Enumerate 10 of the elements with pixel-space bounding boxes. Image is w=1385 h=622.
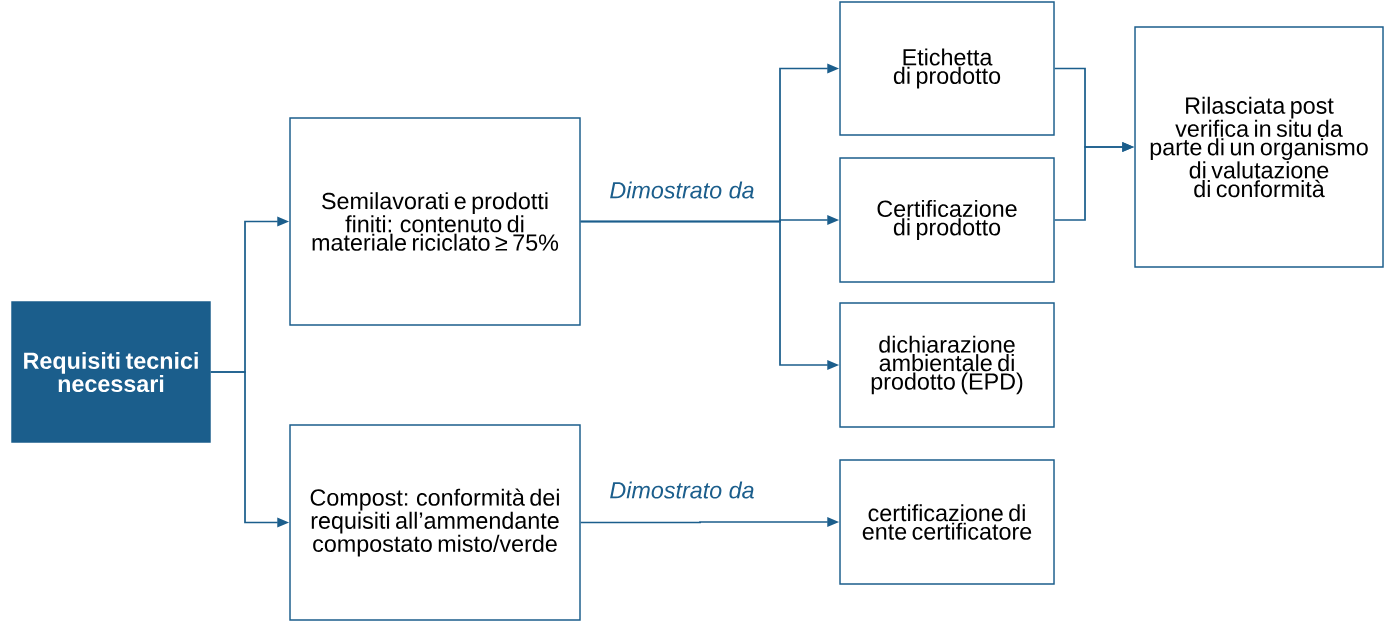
process-box: Rilasciata post verifica in situ da parte di un organismo di valutazione di conformità (1134, 26, 1384, 268)
process-box: Etichetta di prodotto (839, 1, 1055, 136)
process-box: Compost: conformità dei requisiti all’ammendante compostato misto/verde (289, 424, 581, 621)
process-box: Semilavorati e prodotti finiti: contenuto di materiale riciclato ≥ 75% (289, 117, 581, 326)
process-box: Certificazione di prodotto (839, 157, 1055, 283)
edge-label: Dimostrato da (608, 480, 756, 500)
heading-box: Requisiti tecnici necessari (11, 301, 211, 443)
process-box: dichiarazione ambientale di prodotto (EPD) (839, 302, 1055, 428)
edge-label: Dimostrato da (608, 180, 756, 200)
process-box: certificazione di ente certificatore (839, 459, 1055, 585)
